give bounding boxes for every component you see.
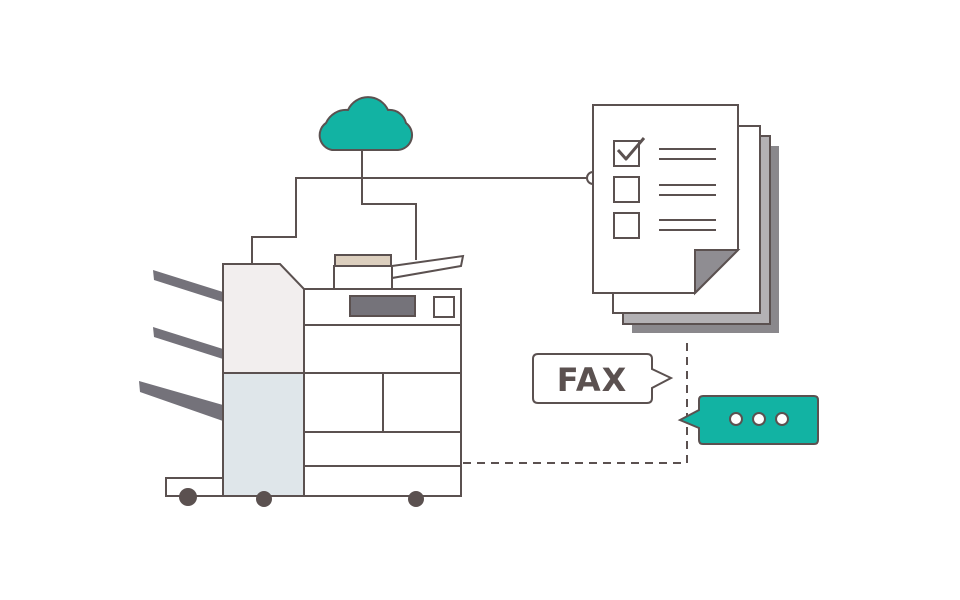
finisher-top-panel (222, 263, 305, 374)
wheel-3 (408, 491, 424, 507)
printer-to-document-line (251, 177, 592, 264)
fax-speech-bubble-icon: FAX (532, 353, 674, 404)
chat-dot-2 (752, 412, 766, 426)
wheel-1 (179, 488, 197, 506)
scanner-feed-paper (334, 254, 392, 267)
check-mark-icon (616, 137, 646, 161)
scanner-lid (333, 265, 393, 290)
cloud-to-printer-line (361, 146, 417, 260)
chat-dot-1 (729, 412, 743, 426)
printer-display (349, 295, 416, 317)
scanner-output-tray (391, 254, 465, 280)
fax-label: FAX (557, 361, 628, 399)
page-fold-corner (694, 249, 741, 296)
chat-bubble-icon (677, 395, 819, 445)
fax-bubble-outline (532, 353, 674, 404)
cloud-icon (318, 96, 413, 151)
multifunction-printer-icon (139, 254, 465, 507)
output-tray-top (153, 270, 223, 302)
wheel-2 (256, 491, 272, 507)
printer-button (433, 296, 455, 318)
finisher-bottom-panel (222, 372, 305, 497)
chat-bubble-shape (677, 395, 819, 445)
chat-dot-3 (775, 412, 789, 426)
checkbox-3 (613, 212, 640, 239)
checkbox-2 (613, 176, 640, 203)
fax-dashed-line (463, 338, 688, 464)
output-tray-middle (153, 327, 223, 359)
checkbox-checked (613, 140, 640, 167)
document-checklist-icon (592, 104, 779, 333)
output-tray-bottom (139, 381, 223, 421)
